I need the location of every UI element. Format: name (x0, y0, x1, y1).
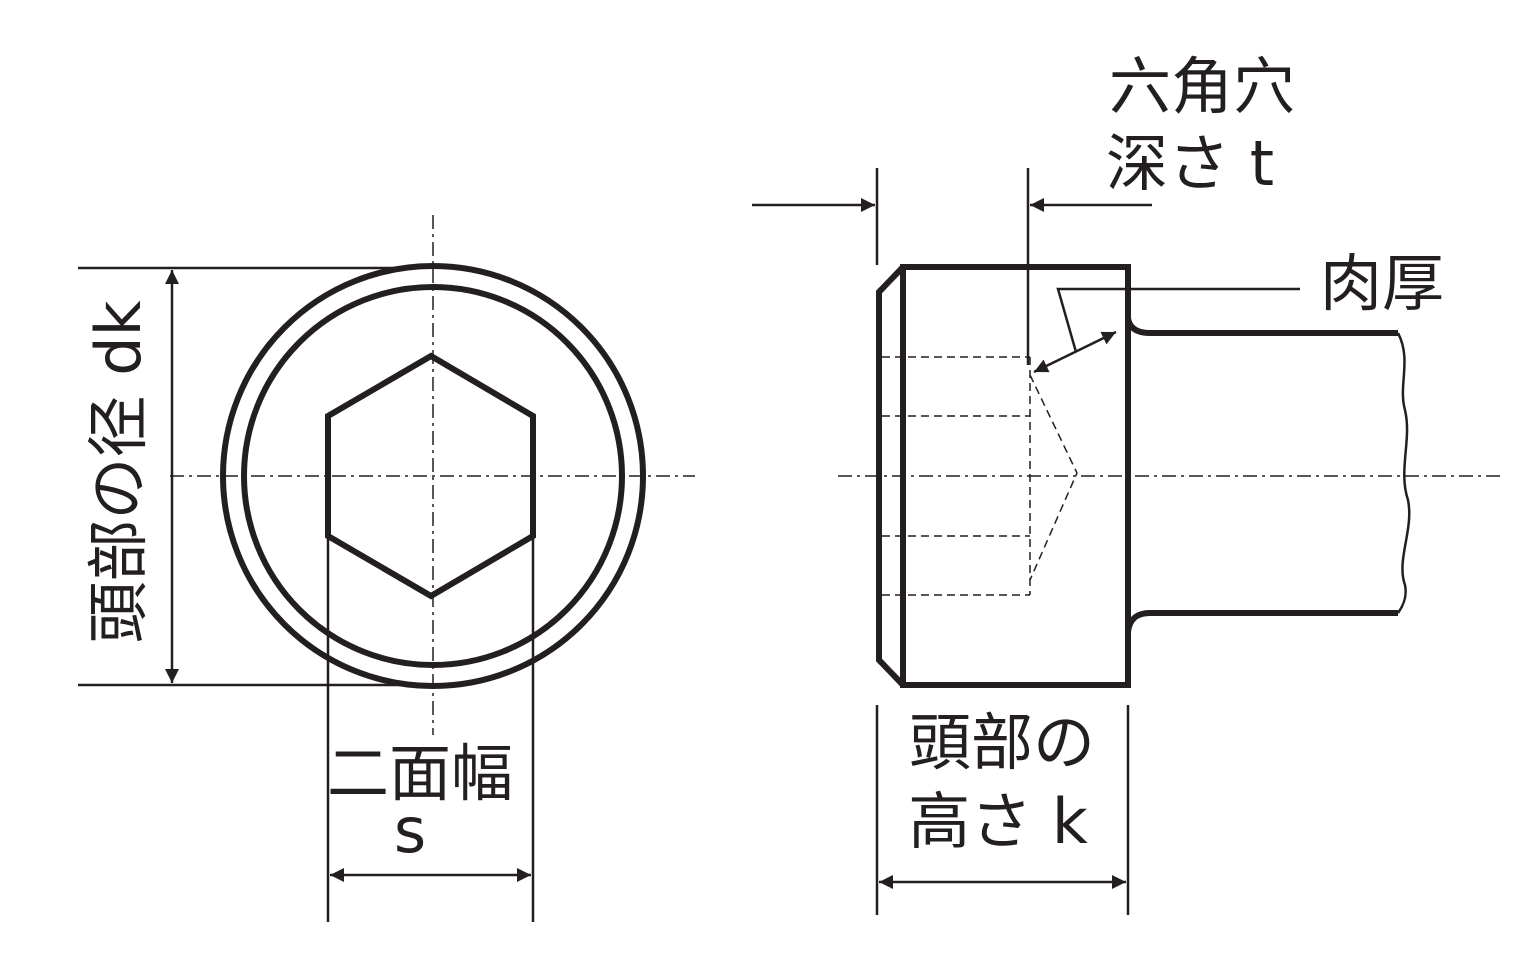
shank-top (1125, 317, 1398, 336)
hex-depth-symbol: 深さ t (1106, 127, 1274, 200)
across-flats-label: 二面幅 (327, 737, 513, 810)
hidden-cone (1029, 374, 1078, 581)
head-body (900, 264, 1131, 688)
head-chamfer (876, 264, 906, 688)
top-view: 頭部の径 dk 二面幅 s (78, 215, 695, 922)
wall-thickness-label: 肉厚 (1320, 247, 1444, 320)
break-line (1396, 332, 1411, 614)
side-view: 六角穴 深さ t 肉厚 頭部の 高さ k (752, 50, 1500, 915)
across-flats-symbol: s (394, 794, 426, 867)
head-height-symbol: 高さ k (908, 785, 1088, 858)
hex-socket (325, 352, 536, 600)
head-height-label: 頭部の (909, 706, 1095, 779)
wall-thickness-leader (1056, 287, 1300, 353)
wall-thickness-arrow (1033, 330, 1117, 374)
head-inner-circle (241, 284, 625, 668)
head-outer-circle (220, 263, 646, 689)
head-diameter-label: 頭部の径 dk (82, 300, 155, 643)
hex-depth-label: 六角穴 (1109, 50, 1295, 123)
shank-bottom (1125, 610, 1398, 633)
